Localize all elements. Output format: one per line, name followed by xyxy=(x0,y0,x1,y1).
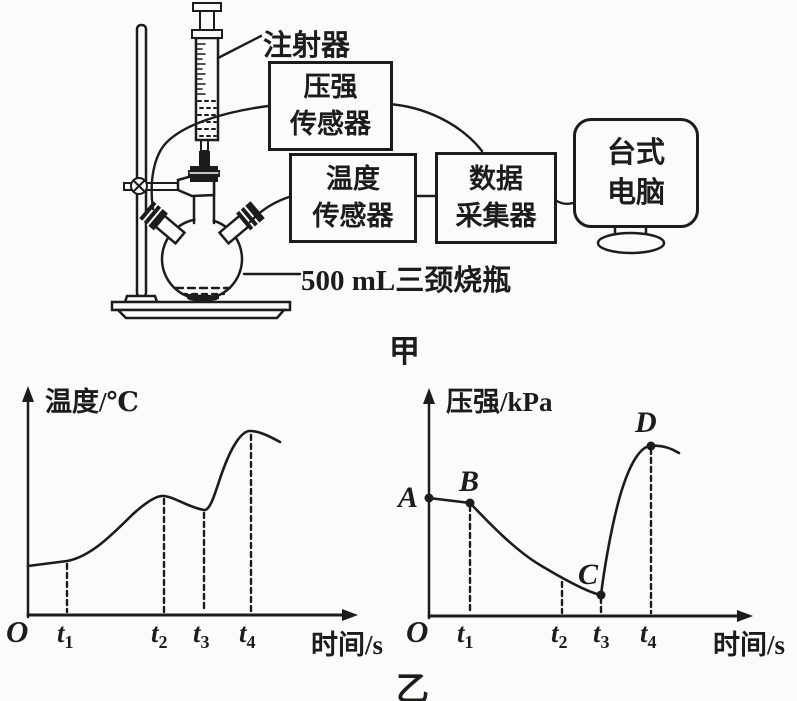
data-collector-box: 数据 采集器 xyxy=(435,152,557,244)
left-tick-t2: t2 xyxy=(151,618,168,652)
temperature-dashed-guides xyxy=(65,433,253,614)
right-tick-t1: t1 xyxy=(457,618,474,652)
apparatus-caption: 甲 xyxy=(389,334,420,369)
right-y-axis-label: 压强/kPa xyxy=(446,387,553,417)
right-tick-t2: t2 xyxy=(551,618,568,652)
point-label-D: D xyxy=(635,406,657,439)
right-tick-t3: t3 xyxy=(593,618,610,652)
temperature-graph xyxy=(22,386,358,621)
flask-right-neck xyxy=(217,201,265,246)
pressure-curve-points xyxy=(424,441,656,600)
left-origin-label: O xyxy=(6,614,29,649)
left-tick-t3: t3 xyxy=(193,618,210,652)
pressure-graph xyxy=(423,388,753,622)
pressure-to-collector-wire xyxy=(385,102,484,153)
temperature-sensor-tube xyxy=(248,195,291,224)
temperature-curve xyxy=(26,429,282,568)
point-label-B: B xyxy=(459,465,480,498)
pressure-sensor-tube xyxy=(150,104,270,211)
temperature-sensor-box: 温度 传感器 xyxy=(289,153,417,243)
right-tick-t4: t4 xyxy=(640,618,657,652)
syringe xyxy=(188,2,223,182)
flask-contents xyxy=(174,286,232,302)
syringe-label: 注射器 xyxy=(263,30,351,62)
left-tick-t1: t1 xyxy=(57,618,74,652)
left-y-axis-label: 温度/℃ xyxy=(45,387,139,417)
flask-label: 500 mL三颈烧瓶 xyxy=(301,265,512,297)
graphs-caption: 乙 xyxy=(396,672,429,701)
syringe-graduations xyxy=(196,43,206,95)
syringe-leader-line xyxy=(216,34,263,60)
desktop-computer-monitor: 台式 电脑 xyxy=(573,118,699,228)
right-origin-label: O xyxy=(406,614,429,649)
pressure-dashed-guides xyxy=(468,447,653,615)
leader-lines xyxy=(150,34,575,276)
left-x-axis-label: 时间/s xyxy=(311,630,384,660)
right-x-axis-label: 时间/s xyxy=(713,630,786,660)
three-neck-flask xyxy=(139,180,265,302)
syringe-liquid xyxy=(197,100,217,137)
point-label-C: C xyxy=(578,558,599,591)
pressure-sensor-box: 压强 传感器 xyxy=(268,61,393,151)
flask-left-neck xyxy=(139,201,187,246)
left-tick-t4: t4 xyxy=(239,618,256,652)
point-label-A: A xyxy=(398,481,419,514)
retort-stand xyxy=(110,23,292,320)
